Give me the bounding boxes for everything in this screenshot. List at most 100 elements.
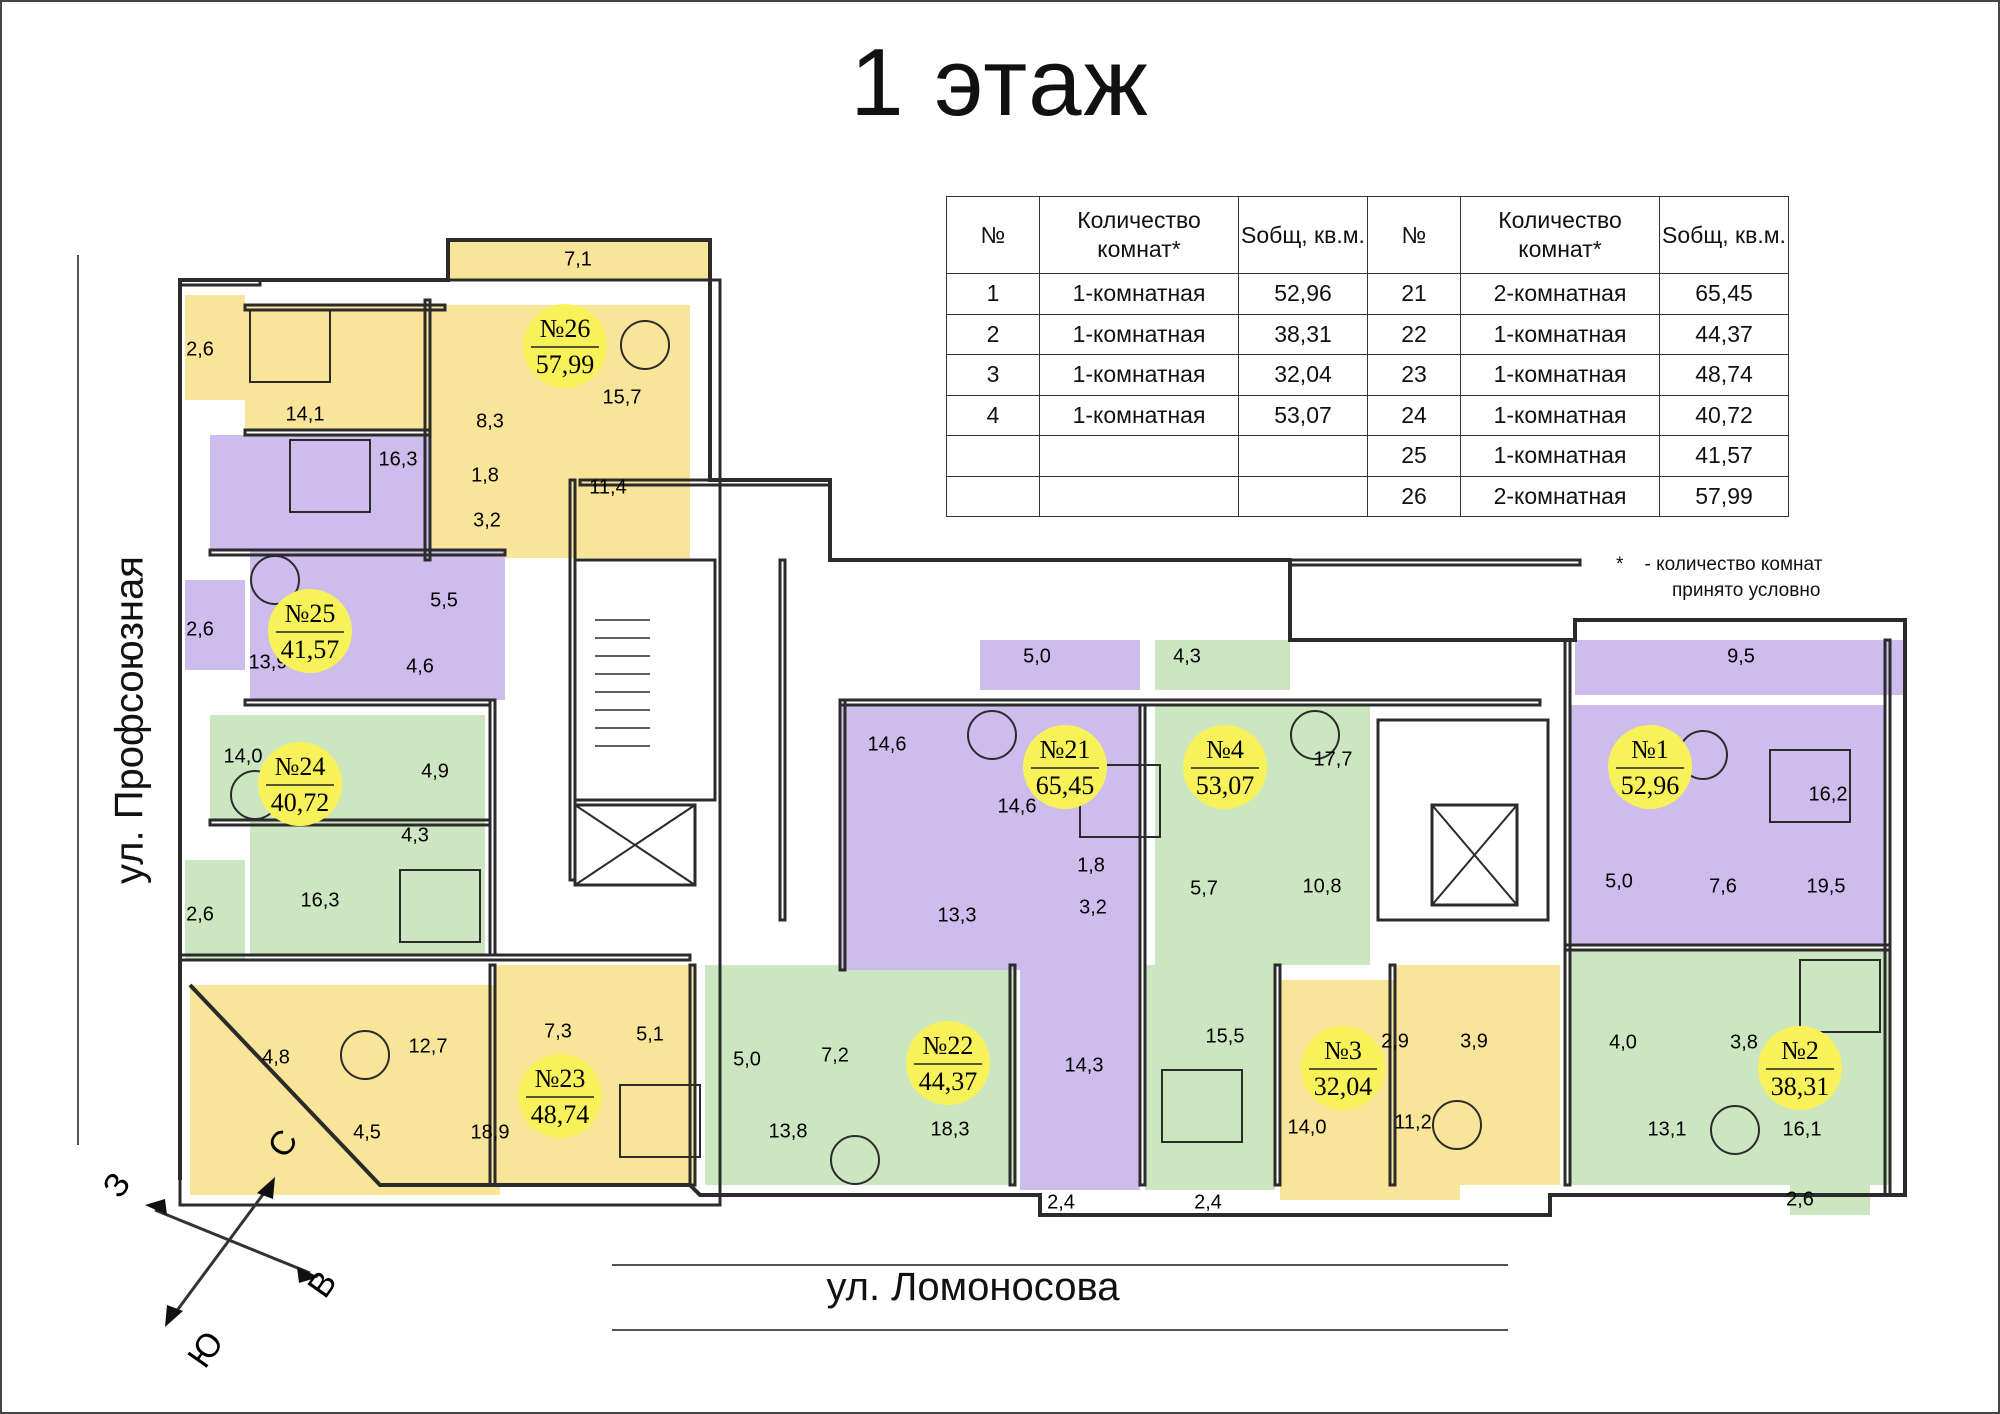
apartment-area: 32,04 [1314, 1072, 1373, 1101]
table-cell [1039, 475, 1239, 517]
room-area-label: 2,4 [1194, 1191, 1222, 1213]
room-area-label: 4,3 [1173, 645, 1201, 667]
table-row: 4 1-комнатная 53,07 24 1-комнатная 40,72 [946, 394, 1789, 436]
walls-layer [178, 238, 1907, 1217]
street-name-left: ул. Профсоюзная [107, 556, 152, 884]
table-icon [967, 710, 1017, 760]
room-area-label: 19,5 [1807, 875, 1846, 897]
apartment-area: 38,31 [1771, 1072, 1830, 1101]
table-icon [830, 1135, 880, 1185]
apartment-area: 52,96 [1621, 771, 1680, 800]
apartment-badge-circle [268, 589, 352, 673]
west-arrow-icon [145, 1199, 167, 1215]
wall [1288, 558, 1582, 567]
room-area-label: 14,6 [868, 733, 907, 755]
room-area-label: 11,2 [1394, 1111, 1431, 1133]
table-row: 2 1-комнатная 38,31 22 1-комнатная 44,37 [946, 313, 1789, 355]
wall [838, 698, 1542, 707]
elevator-left-cross-2 [574, 804, 696, 886]
apartment-badge-circle [1183, 725, 1267, 809]
table-header-row: № Количество комнат* Sобщ, кв.м. № Колич… [946, 196, 1789, 274]
table-cell [946, 475, 1040, 517]
wall [208, 548, 507, 557]
apartment-zone [250, 820, 485, 955]
room-area-label: 7,2 [821, 1044, 849, 1066]
room-area-label: 5,7 [1190, 877, 1218, 899]
apartment-area: 65,45 [1036, 771, 1095, 800]
apartment-area: 41,57 [281, 635, 340, 664]
table-cell: 38,31 [1238, 313, 1368, 355]
apartment-number: №24 [275, 752, 326, 781]
room-area-label: 2,9 [1381, 1030, 1409, 1052]
room-area-label: 17,7 [1314, 748, 1353, 770]
room-area-label: 4,9 [421, 760, 449, 782]
table-cell: 1-комнатная [1039, 354, 1239, 396]
apartment-badge-circle [1758, 1026, 1842, 1110]
room-area-label: 4,3 [401, 824, 429, 846]
apartment-badge-circle [523, 304, 607, 388]
room-area-label: 5,0 [1605, 870, 1633, 892]
compass-axis-ns [168, 1184, 272, 1321]
rooms-layer [185, 240, 1905, 1215]
bed-icon [249, 309, 331, 383]
table-cell: 48,74 [1659, 354, 1789, 396]
table-header: Количество комнат* [1039, 196, 1239, 274]
table-row: 25 1-комнатная 41,57 [946, 435, 1789, 477]
compass-axis-we [154, 1208, 311, 1275]
table-cell: 2-комнатная [1460, 273, 1660, 315]
wall [1138, 703, 1147, 1187]
bed-icon [399, 869, 481, 943]
apartment-zone [1395, 965, 1560, 1185]
room-area-label: 4,8 [262, 1046, 290, 1068]
wall [1273, 963, 1282, 1187]
apartment-zone [210, 435, 430, 550]
room-area-label: 13,3 [938, 904, 977, 926]
apartment-zone [448, 240, 710, 280]
table-cell: 1 [946, 273, 1040, 315]
apartment-zone [185, 580, 245, 670]
room-area-label: 14,1 [286, 403, 325, 425]
apartment-zone [1155, 640, 1290, 690]
table-cell: 41,57 [1659, 435, 1789, 477]
apartment-badge: №24 40,72 [258, 742, 342, 826]
table-header: № [946, 196, 1040, 274]
apartment-number: №3 [1324, 1036, 1362, 1065]
apartment-badges-layer: №2657,99№2541,57№2440,72№2348,74№2244,37… [258, 304, 1842, 1138]
room-area-label: 3,8 [1730, 1031, 1758, 1053]
room-area-label: 3,9 [1460, 1030, 1488, 1052]
apartment-area: 40,72 [271, 788, 330, 817]
bed-icon [1799, 959, 1881, 1033]
table-cell [1238, 435, 1368, 477]
room-area-label: 7,6 [1709, 875, 1737, 897]
table-cell: 23 [1367, 354, 1461, 396]
apartment-zone [185, 295, 245, 400]
apartment-zone [185, 860, 245, 960]
table-row: 1 1-комнатная 52,96 21 2-комнатная 65,45 [946, 273, 1789, 315]
bed-icon [619, 1084, 701, 1158]
east-arrow-icon [297, 1267, 319, 1283]
table-cell: 40,72 [1659, 394, 1789, 436]
table-cell: 52,96 [1238, 273, 1368, 315]
table-header: Количество комнат* [1460, 196, 1660, 274]
room-area-label: 12,7 [409, 1035, 448, 1057]
room-area-label: 15,5 [1206, 1025, 1245, 1047]
table-cell: 1-комнатная [1039, 313, 1239, 355]
room-area-label: 5,0 [1023, 645, 1051, 667]
table-cell: 32,04 [1238, 354, 1368, 396]
room-area-label: 14,0 [224, 745, 263, 767]
apartment-number: №23 [535, 1064, 586, 1093]
street-lines [77, 255, 1508, 1331]
building-outline [178, 238, 1907, 1217]
apartment-zone [1145, 965, 1275, 1190]
wall [178, 953, 692, 962]
table-header: № [1367, 196, 1461, 274]
stair-core-left [573, 558, 717, 802]
room-area-label: 4,6 [406, 655, 434, 677]
apartment-number: №26 [540, 314, 591, 343]
room-area-label: 2,6 [186, 903, 214, 925]
table-cell: 57,99 [1659, 475, 1789, 517]
